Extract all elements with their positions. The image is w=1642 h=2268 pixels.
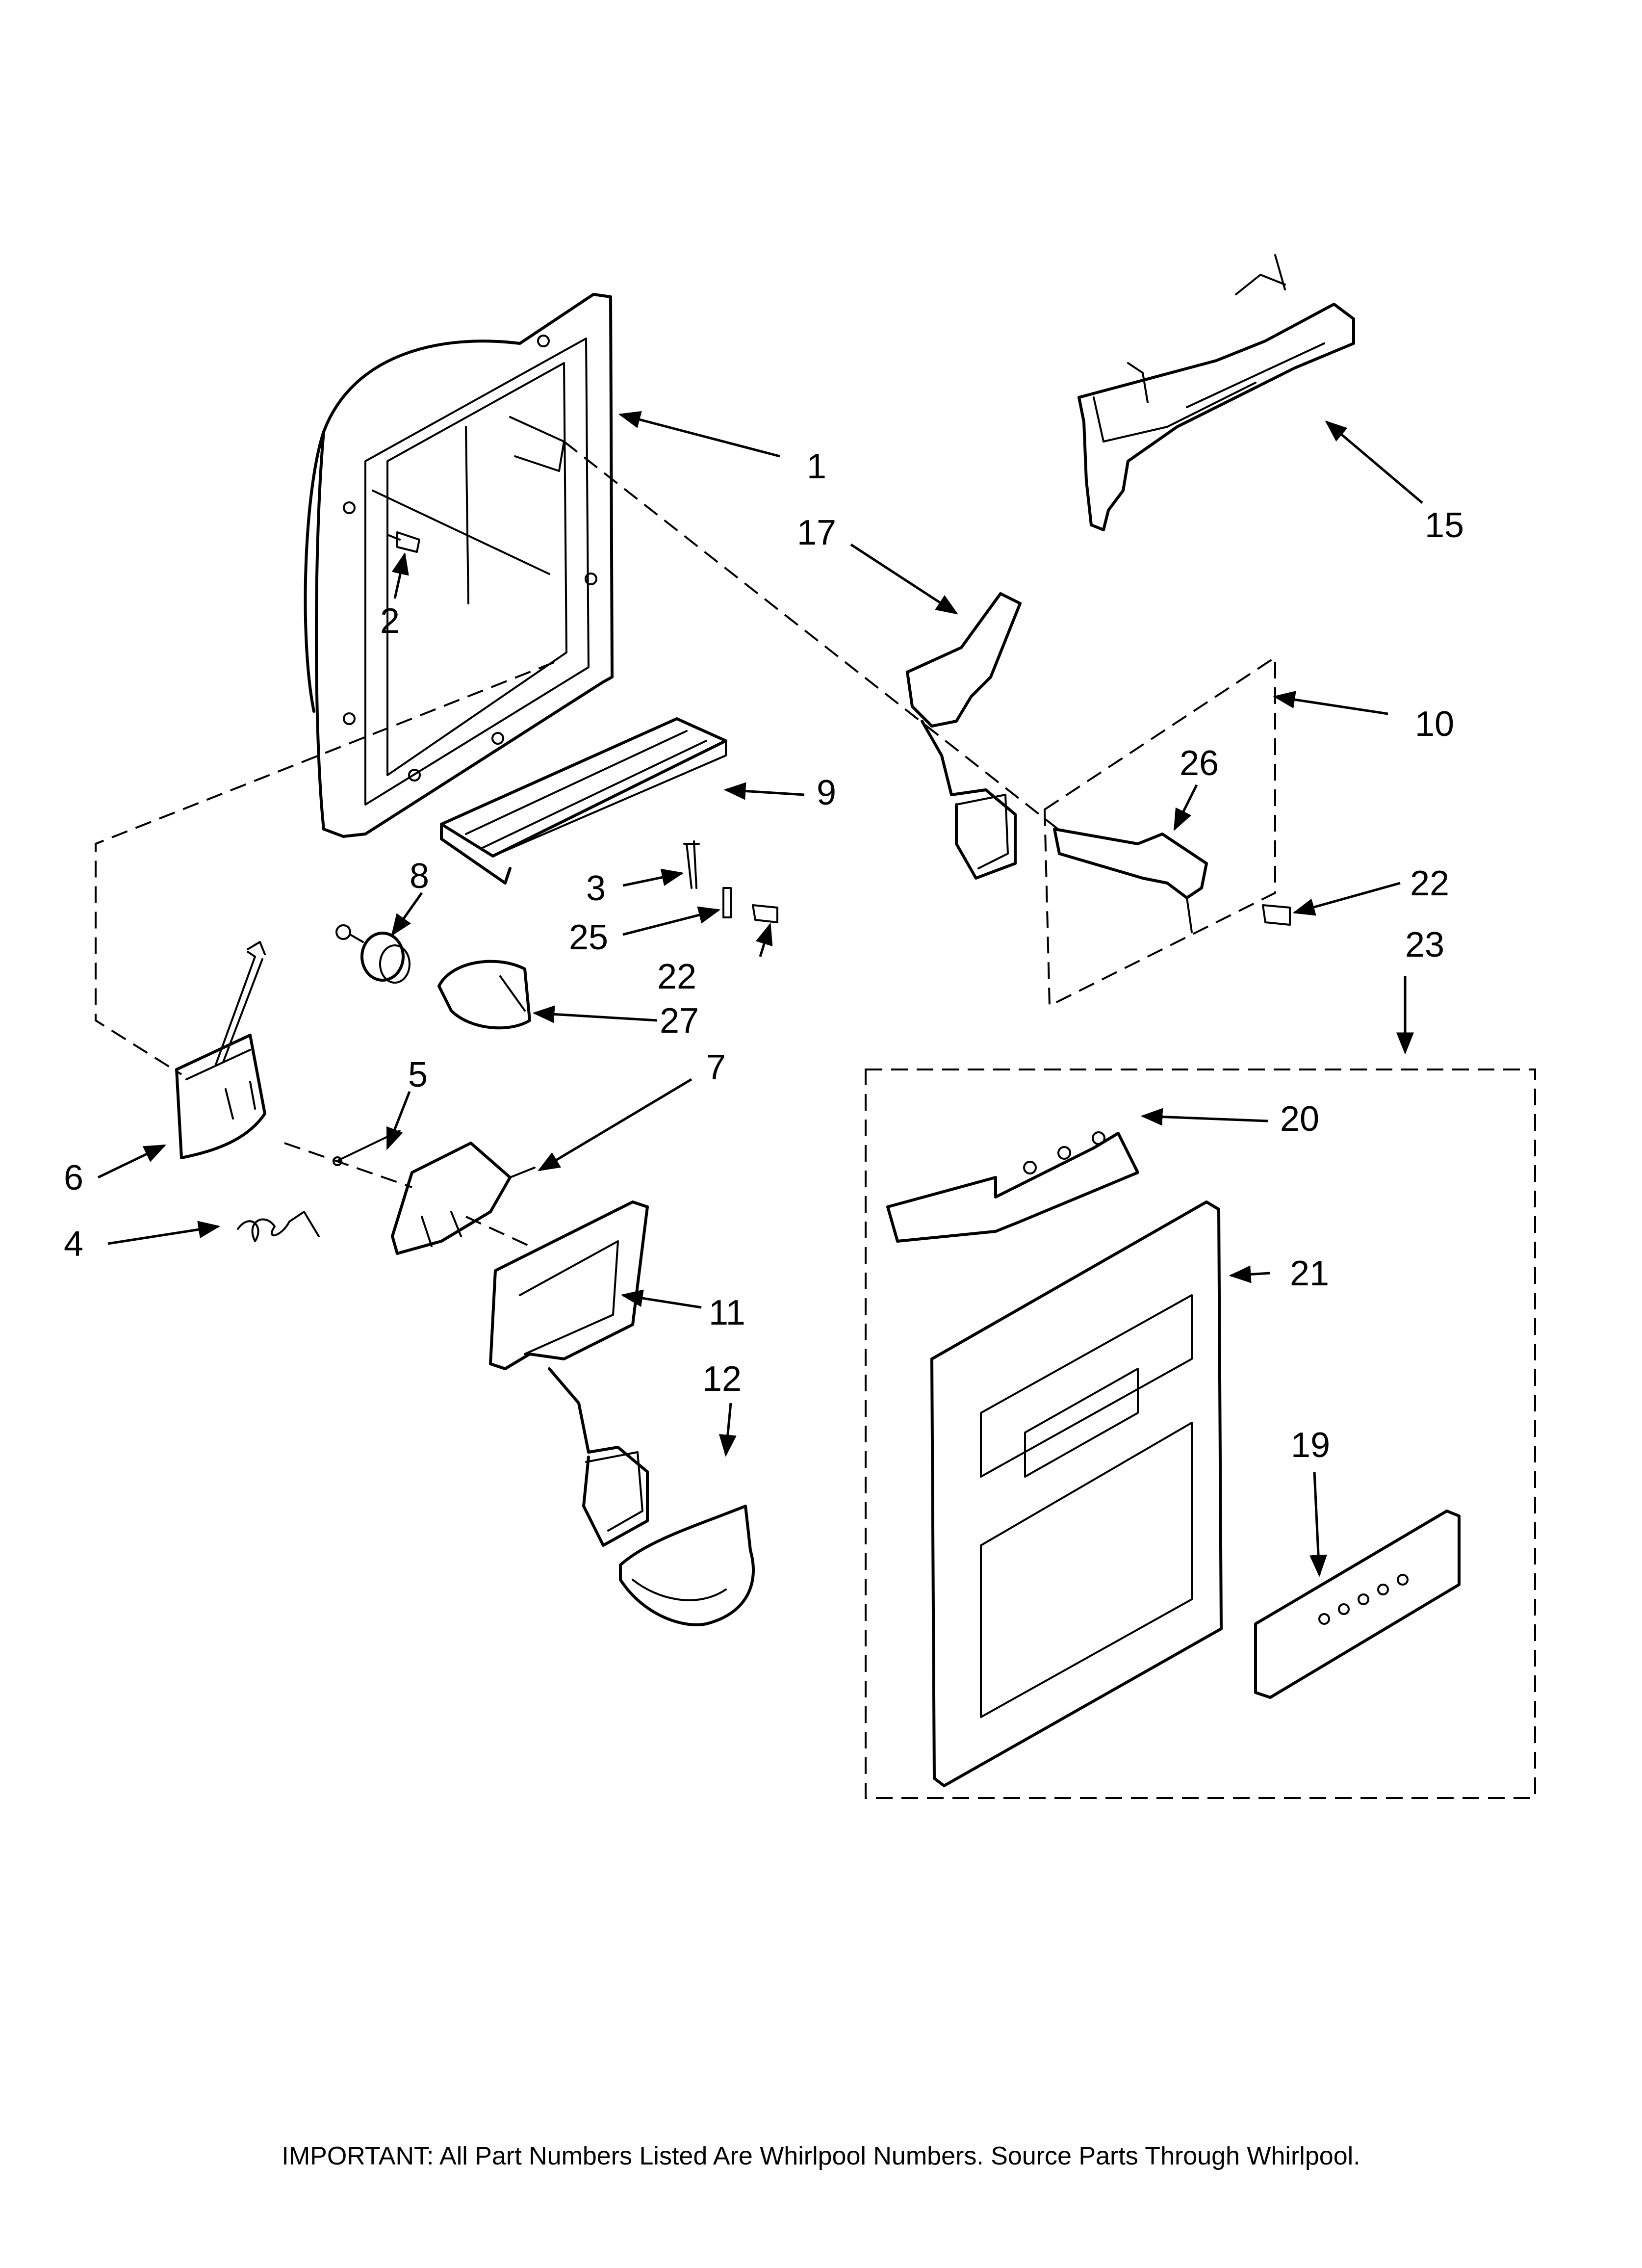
part-2-screw <box>386 531 420 553</box>
callout-22-right: 22 <box>1410 864 1449 903</box>
leader-22a <box>755 922 773 957</box>
dashed-guides <box>95 441 1536 1799</box>
part-21-front-panel <box>930 1200 1223 1787</box>
leader-9 <box>723 782 805 800</box>
part-5-pin <box>333 1130 401 1166</box>
part-4-spring <box>237 1211 320 1242</box>
leader-20 <box>1140 1108 1268 1126</box>
callout-10: 10 <box>1415 704 1454 744</box>
callout-19: 19 <box>1291 1426 1330 1465</box>
callout-9: 9 <box>817 773 836 812</box>
part-20-control-board <box>886 1131 1139 1243</box>
leader-17 <box>850 543 958 615</box>
part-6-switch-housing <box>175 941 266 1159</box>
part-25-shim <box>722 887 732 918</box>
callout-22-center: 22 <box>657 957 696 996</box>
leader-11 <box>620 1289 702 1309</box>
leader-lines <box>97 411 1423 1577</box>
leader-7 <box>538 1078 693 1172</box>
part-1-dispenser-housing <box>304 293 614 838</box>
leader-6 <box>97 1144 167 1179</box>
callout-3: 3 <box>586 869 606 908</box>
part-7-actuator <box>391 1142 536 1255</box>
callout-5: 5 <box>408 1055 428 1095</box>
leader-3 <box>622 868 684 887</box>
callout-11: 11 <box>709 1293 745 1332</box>
callout-8: 8 <box>410 857 429 896</box>
leader-22b <box>1292 882 1401 916</box>
leader-5 <box>386 1091 411 1150</box>
part-26-lever <box>1053 828 1208 933</box>
leader-21 <box>1229 1265 1271 1283</box>
part-17-water-paddle <box>906 592 1022 880</box>
part-8-solenoid <box>335 924 410 984</box>
callout-labels: 1 2 3 4 5 6 7 8 9 10 11 12 15 17 19 20 2… <box>64 447 1464 1465</box>
callout-26: 26 <box>1180 744 1219 783</box>
callout-1: 1 <box>807 447 826 486</box>
callout-21: 21 <box>1290 1254 1329 1293</box>
leader-4 <box>107 1221 221 1245</box>
callout-27: 27 <box>660 1001 699 1041</box>
leader-10 <box>1273 691 1388 715</box>
part-11-ice-paddle <box>489 1200 649 1547</box>
leader-26 <box>1173 784 1198 832</box>
callout-25: 25 <box>569 918 608 957</box>
leader-25 <box>622 906 721 936</box>
part-3-spring <box>683 840 700 889</box>
callout-12: 12 <box>702 1359 742 1399</box>
leader-8 <box>391 892 423 937</box>
leader-2 <box>391 552 409 599</box>
leader-15 <box>1325 420 1423 504</box>
callout-4: 4 <box>64 1225 83 1264</box>
part-9-chute-door <box>440 717 727 885</box>
callout-23: 23 <box>1405 925 1444 965</box>
callout-2: 2 <box>380 601 400 641</box>
part-27-cover <box>437 960 531 1030</box>
callout-6: 6 <box>64 1158 83 1198</box>
part-15-control-module <box>1078 254 1355 531</box>
callout-20: 20 <box>1280 1099 1319 1139</box>
callout-17: 17 <box>797 513 836 552</box>
callout-15: 15 <box>1425 506 1464 545</box>
leader-27 <box>532 1005 658 1023</box>
part-19-trim <box>1254 1510 1461 1699</box>
footer-important-note: IMPORTANT: All Part Numbers Listed Are W… <box>282 2142 1360 2170</box>
part-22-screw-right <box>1262 904 1291 926</box>
callout-7: 7 <box>706 1048 726 1087</box>
leader-19 <box>1309 1471 1328 1577</box>
part-12-chute <box>619 1505 755 1626</box>
part-22-screw-center <box>752 904 778 923</box>
leader-1 <box>618 411 780 458</box>
leader-12 <box>718 1403 737 1457</box>
